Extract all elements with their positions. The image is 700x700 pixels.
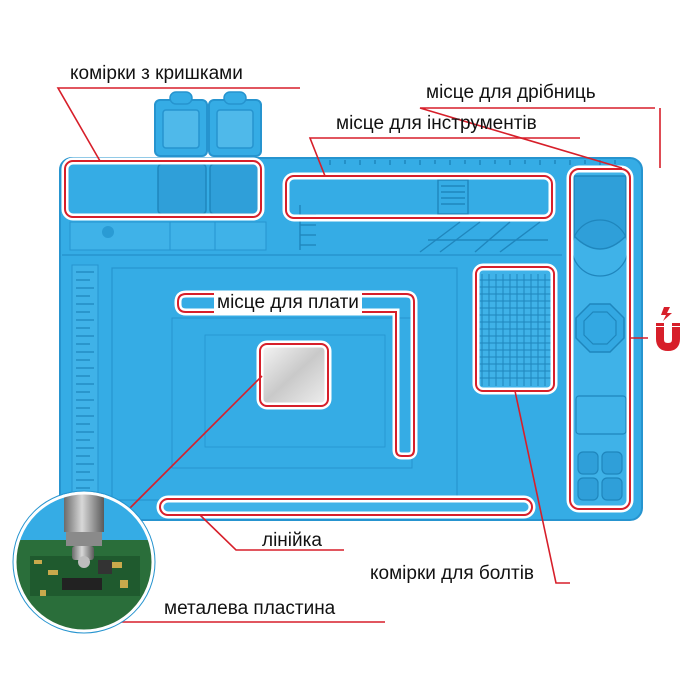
magnet-icon [656, 307, 680, 352]
label-bolt-cells: комірки для болтів [370, 563, 535, 584]
callout-tools [285, 175, 553, 219]
label-small-parts: місце для дрібниць [426, 82, 596, 103]
label-cells-with-lids: комірки з кришками [70, 63, 243, 84]
lid-cells-covers [154, 91, 262, 157]
silicone-mat [59, 157, 643, 521]
metal-plate [261, 345, 327, 405]
label-ruler: лінійка [262, 530, 322, 551]
bolt-cells-grid [474, 270, 556, 390]
small-parts-bowl [571, 175, 629, 277]
label-board: місце для плати [214, 292, 362, 314]
callout-ruler [159, 498, 533, 516]
left-ruler-ticks [76, 271, 94, 497]
callout-board [177, 293, 415, 457]
callout-small-parts [569, 168, 631, 510]
inset-soldering-photo [12, 490, 156, 634]
top-ruler-ticks [329, 160, 616, 165]
small-cells-bottom [577, 451, 623, 501]
callout-lid-cells [64, 160, 262, 218]
callout-metal-plate [259, 343, 329, 407]
label-metal-plate: металева пластина [164, 598, 336, 619]
label-tools: місце для інструментів [336, 113, 537, 134]
